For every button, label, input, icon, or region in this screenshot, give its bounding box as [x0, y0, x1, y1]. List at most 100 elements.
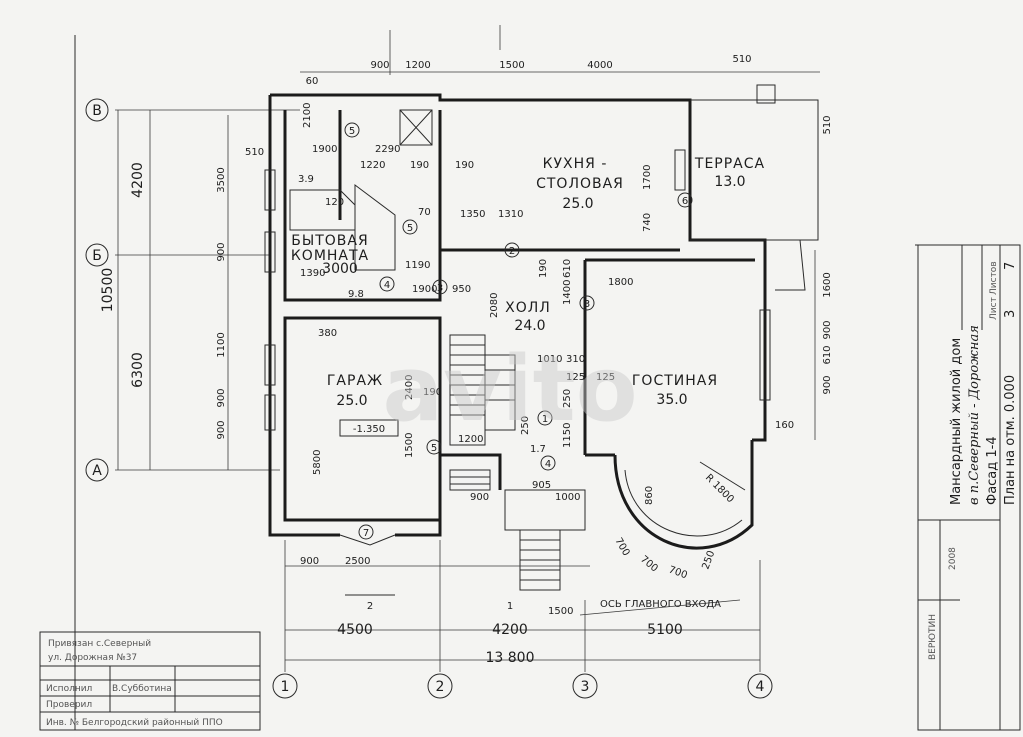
marker-group: 5 5 4 3 2 3 6 1 4 5 7	[344, 122, 693, 540]
stamp-row-2: ул. Дорожная №37	[48, 653, 137, 663]
garage-level-box	[339, 419, 399, 437]
garage-area: 25.0	[336, 393, 367, 409]
stamp-row-5: Инв. № Белгородский районный ППО	[46, 718, 223, 728]
dim-top-510: 510	[732, 54, 751, 65]
kitchen-label-1: КУХНЯ -	[543, 156, 608, 172]
title-line-1: Мансардный жилой дом	[949, 338, 964, 505]
dim-bottom-sub-4: 1000	[555, 492, 580, 503]
entrance-axis-line	[579, 599, 741, 616]
dim-inner-42: 1900	[412, 284, 437, 295]
dim-inner-36: 700	[612, 536, 631, 558]
marker-2: 5	[407, 223, 413, 234]
dim-right-900: 900	[822, 320, 833, 339]
dim-inner-23: 310	[566, 354, 585, 365]
dim-inner-15: 2080	[489, 293, 500, 318]
room-area-small-3: 1.7	[530, 444, 546, 455]
dim-inner-7: 510	[245, 147, 264, 158]
garage-level: -1.350	[353, 424, 385, 435]
dim-right-510: 510	[822, 115, 833, 134]
dim-inner-31: 250	[520, 416, 531, 435]
title-col-sheets: Листов	[989, 261, 999, 295]
section-label-1: 1	[507, 601, 513, 612]
kitchen-area: 25.0	[562, 196, 593, 212]
dim-inner-3: 2290	[375, 144, 400, 155]
title-val-sheets: 7	[1003, 262, 1018, 270]
dim-inner-38: 700	[667, 564, 689, 581]
dim-inner-33: 905	[532, 480, 551, 491]
axis-bubble-a	[85, 458, 109, 482]
dim-inner-1: 2100	[302, 103, 313, 128]
garage-label: ГАРАЖ	[327, 373, 383, 389]
room-area-small-1: 3.9	[298, 174, 314, 185]
dim-right-900b: 900	[822, 375, 833, 394]
wall-utility	[283, 110, 442, 302]
axis-bubble-1	[272, 673, 298, 699]
marker-11: 7	[363, 528, 369, 539]
marker-10: 5	[431, 443, 437, 454]
window-right-1	[759, 309, 771, 401]
dim-inner-8: 1350	[460, 209, 485, 220]
bath-fixture	[289, 189, 356, 231]
dim-inner-26: 190	[423, 387, 442, 398]
stamp-row-4: Проверил	[46, 700, 92, 710]
stamp-row-1: Привязан с.Северный	[48, 639, 151, 649]
room-area-small-2: 9.8	[348, 289, 364, 300]
hall-area: 24.0	[514, 318, 545, 334]
dim-inner-5: 190	[410, 160, 429, 171]
dim-inner-17: 610	[562, 259, 573, 278]
dim-right-610: 610	[822, 345, 833, 364]
dim-inner-41: 1390	[300, 268, 325, 279]
stamp-row-3-value: В.Субботина	[112, 684, 172, 694]
bay-radius-line	[699, 461, 746, 491]
dim-bottom-sub-3: 900	[470, 492, 489, 503]
dim-top-1200: 1200	[405, 60, 430, 71]
utility-area: 3000	[322, 261, 358, 277]
kitchen-label-2: СТОЛОВАЯ	[536, 176, 624, 192]
dim-inner-12: 70	[418, 207, 431, 218]
dim-inner-19: 1800	[608, 277, 633, 288]
title-line-2: в п.Северный - Дорожная	[967, 325, 982, 505]
title-year: 2008	[948, 547, 958, 570]
dim-left-900: 900	[216, 242, 227, 261]
axis-label-3: 3	[581, 679, 590, 695]
dim-inner-20: 380	[318, 328, 337, 339]
marker-3: 4	[384, 280, 390, 291]
living-bay-outer	[613, 440, 754, 550]
dim-inner-28: 1500	[404, 433, 415, 458]
dim-inner-13: 1190	[405, 260, 430, 271]
title-line-4: План на отм. 0.000	[1003, 375, 1018, 505]
dim-inner-32: 250	[562, 389, 573, 408]
wall-outer-left	[268, 95, 340, 537]
stamp-table: Привязан с.Северный ул. Дорожная №37 Исп…	[39, 631, 261, 731]
dim-inner-29: 1200	[458, 434, 483, 445]
dim-bottom-sub-6: 1500	[548, 606, 573, 617]
utility-label-2: КОМНАТА	[291, 248, 369, 264]
window-left-4	[264, 394, 276, 431]
wall-garage	[283, 316, 442, 522]
dim-inner-27: 5800	[312, 450, 323, 475]
living-bay-inner	[624, 469, 743, 537]
title-author: ВЕРЮТИН	[928, 614, 938, 660]
axis-bubble-v	[85, 98, 109, 122]
marker-9: 4	[545, 459, 551, 470]
terrace-area: 13.0	[714, 174, 745, 190]
dim-inner-34: 860	[644, 486, 655, 505]
dim-left-1100: 1100	[216, 332, 227, 357]
marker-5: 2	[509, 246, 515, 257]
dim-top-4000: 4000	[587, 60, 612, 71]
living-label: ГОСТИНАЯ	[632, 373, 718, 389]
dim-inner-10: 1700	[642, 165, 653, 190]
dim-inner-2: 1900	[312, 144, 337, 155]
axis-label-1: 1	[281, 679, 290, 695]
dim-inner-11: 740	[642, 213, 653, 232]
dim-inner-35: R 1800	[703, 472, 736, 505]
dim-bottom-4500: 4500	[337, 622, 373, 638]
marker-1: 5	[349, 126, 355, 137]
dim-inner-16: 190	[538, 259, 549, 278]
axis-label-v: В	[92, 103, 102, 119]
shaft-cross	[399, 109, 433, 146]
dim-left-900b: 900	[216, 388, 227, 407]
dim-top-900: 900	[370, 60, 389, 71]
